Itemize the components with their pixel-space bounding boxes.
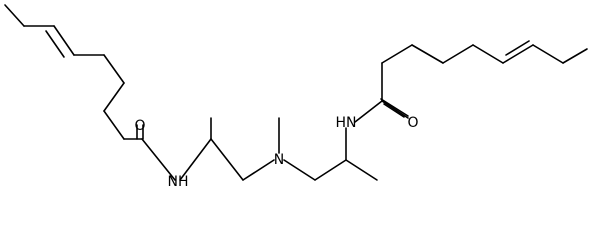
amide-nh-right-label: HN (336, 115, 357, 131)
bond (4, 4, 25, 27)
bond (314, 159, 347, 181)
amine-nitrogen-label: N (274, 152, 284, 168)
double-bond-inner (505, 40, 530, 56)
atom-labels: O NH N HN O (134, 115, 418, 190)
bond (53, 25, 75, 56)
bond (472, 44, 504, 64)
bond (381, 44, 413, 64)
bond (103, 110, 125, 140)
bond (381, 100, 409, 119)
bond (103, 82, 125, 112)
bond (283, 159, 316, 181)
amide-oxygen-left-label: O (134, 118, 145, 134)
carbonyl-bond (383, 103, 405, 118)
bond (502, 44, 534, 64)
bond (562, 48, 588, 64)
bond (442, 44, 474, 64)
amide-nh-left-label: NH (168, 174, 189, 190)
double-bond-inner (45, 30, 65, 58)
bond (103, 54, 125, 84)
bond (411, 44, 444, 64)
bond (179, 138, 212, 181)
bond (242, 159, 275, 181)
bond (345, 159, 378, 181)
bond (532, 44, 564, 64)
bond (354, 100, 383, 123)
amide-oxygen-right-label: O (407, 115, 418, 131)
bond (210, 138, 244, 181)
carbonyl-bond (380, 98, 409, 117)
bonds (4, 4, 588, 181)
molecule-diagram: O NH N HN O (4, 4, 588, 190)
bond (141, 138, 176, 181)
